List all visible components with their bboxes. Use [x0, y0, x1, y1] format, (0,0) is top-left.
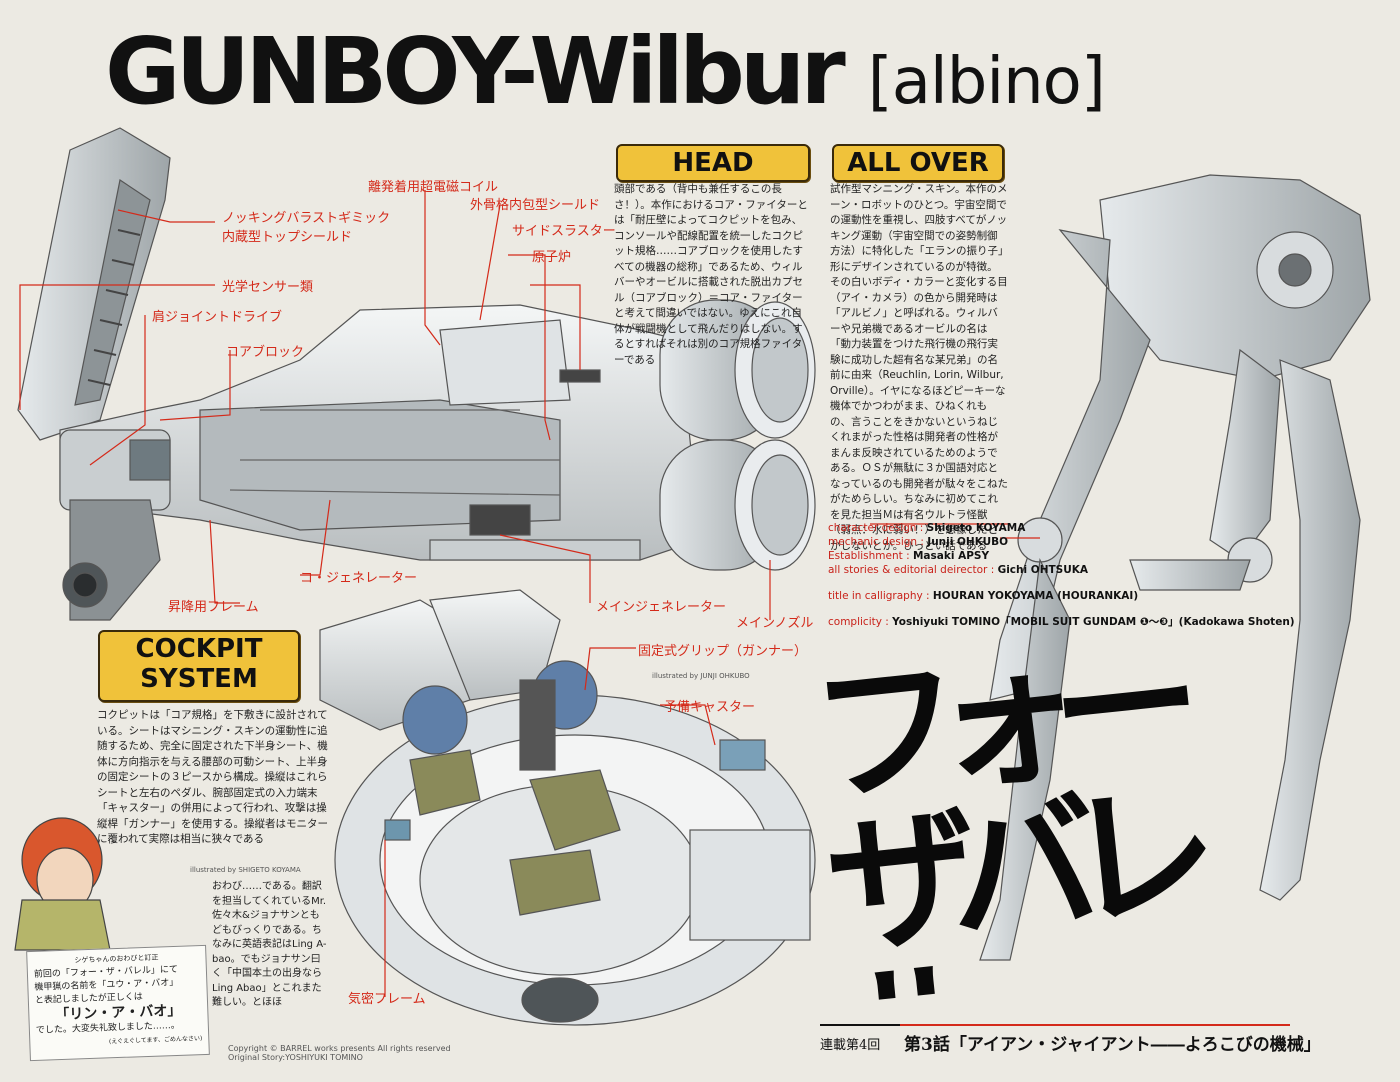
label-spare-caster: 予備キャスター [664, 700, 756, 715]
all-over-heading: ALL OVER [832, 144, 1004, 182]
label-knocking-line1: ノッキングバラストギミック [222, 211, 391, 226]
credits-block: character design : Shigeto KOYAMA mechan… [828, 522, 1295, 629]
copyright: Copyright © BARREL works presents All ri… [228, 1044, 451, 1062]
label-fixed-grip: 固定式グリップ（ガンナー） [638, 644, 808, 659]
label-main-generator: メインジェネレーター [596, 600, 727, 615]
head-heading: HEAD [616, 144, 810, 182]
top-shield [17, 127, 171, 441]
head-description: 頭部である（背中も兼任するこの長さ！）。本作におけるコア・ファイターとは「耐圧壁… [614, 183, 808, 366]
apology-sign: シゲちゃんのおわびと訂正 前回の「フォー・ザ・バレル」にて 機甲猟の名前を「ユウ… [26, 944, 210, 1062]
cockpit-heading-line1: COCKPIT [135, 634, 263, 664]
credit-mechanic-design: mechanic design : Junji OHKUBO [828, 536, 1009, 548]
head-unit [59, 299, 816, 621]
credit-establishment: Establishment : Masaki APSY [828, 550, 990, 562]
character-illustration [14, 817, 111, 951]
label-airtight-frame: 気密フレーム [348, 992, 426, 1007]
credit-director: all stories & editorial deirector : Gich… [828, 564, 1088, 576]
label-side-thruster: サイドスラスター [512, 224, 616, 239]
label-co-generator: コ・ジェネレーター [300, 571, 418, 586]
all-over-description: 試作型マシニング・スキン。本作のメーン・ロボットのひとつ。宇宙空間での運動性を重… [830, 183, 1008, 552]
cockpit-description: コクピットは「コア規格」を下敷きに設計されている。シートはマシニング・スキンの運… [97, 709, 328, 845]
label-reactor: 原子炉 [532, 250, 572, 265]
label-core-block: コアブロック [226, 345, 305, 360]
cockpit-heading: COCKPIT SYSTEM [98, 630, 300, 702]
copyright-line2: Original Story:YOSHIYUKI TOMINO [228, 1053, 363, 1062]
cockpit-heading-line2: SYSTEM [140, 664, 258, 694]
calligraphy-title: フォーザバレル [805, 616, 1197, 1003]
label-lift-frame: 昇降用フレーム [168, 600, 259, 615]
episode-serial: 連載第4回 [820, 1038, 881, 1053]
label-knocking-line2: 内蔵型トップシールド [222, 230, 353, 245]
label-optical-sensor: 光学センサー類 [222, 280, 314, 295]
title-main: GUNBOY-Wilbur [105, 18, 846, 125]
illustrated-by-shigeto: illustrated by SHIGETO KOYAMA [190, 866, 301, 874]
leader-lines [19, 190, 1040, 997]
credit-character-design: character design : Shigeto KOYAMA [828, 522, 1026, 534]
robot-figure [979, 174, 1371, 961]
label-shoulder-joint: 肩ジョイントドライブ [152, 310, 283, 325]
credit-complicity: complicity : Yoshiyuki TOMINO「MOBIL SUIT… [828, 616, 1295, 628]
credit-calligraphy: title in calligraphy : HOURAN YOKOYAMA (… [828, 590, 1139, 602]
label-detach-coil: 離発着用超電磁コイル [368, 180, 499, 195]
label-knocking: ノッキングバラストギミック 内蔵型トップシールド [222, 207, 390, 245]
illustrated-by-junji: illustrated by JUNJI OHKUBO [652, 672, 750, 680]
title-sub: [albino] [867, 45, 1106, 119]
label-outer-shield: 外骨格内包型シールド [470, 198, 601, 213]
page-title: GUNBOY-Wilbur [albino] [105, 18, 1106, 125]
episode-title: 第3話「アイアン・ジャイアント――よろこびの機械」 [904, 1035, 1321, 1055]
apology-note: おわび……である。翻訳を担当してくれているMr.佐々木&ジョナサンともどもびっく… [212, 881, 327, 1008]
copyright-line1: Copyright © BARREL works presents All ri… [228, 1044, 451, 1053]
label-main-nozzle: メインノズル [736, 616, 814, 631]
cockpit-illustration [319, 589, 816, 1026]
